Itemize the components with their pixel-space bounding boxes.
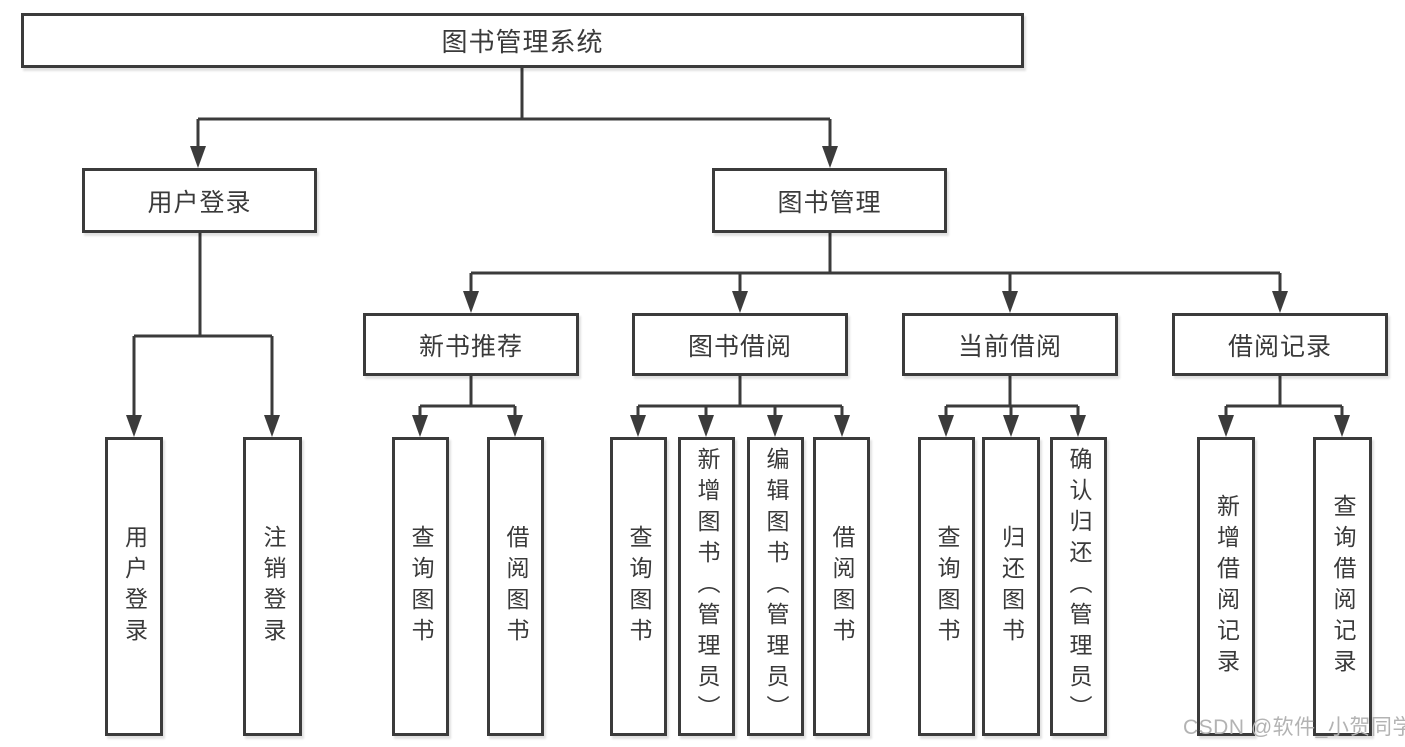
node-user-login: 用户登录 xyxy=(82,168,317,233)
leaf-add-books-admin: 新增图书（管理员） xyxy=(678,437,735,736)
csdn-watermark: CSDN @软件_小贺同学 xyxy=(1183,716,1405,739)
leaf-edit-books-admin: 编辑图书（管理员） xyxy=(747,437,804,736)
node-book-management: 图书管理 xyxy=(712,168,947,233)
leaf-query-books: 查询图书 xyxy=(918,437,975,736)
leaf-return-books: 归还图书 xyxy=(982,437,1040,736)
leaf-borrow-books: 借阅图书 xyxy=(487,437,544,736)
node-book-borrowing: 图书借阅 xyxy=(632,313,848,376)
leaf-confirm-return-admin: 确认归还（管理员） xyxy=(1050,437,1107,736)
leaf-borrow-books: 借阅图书 xyxy=(813,437,870,736)
node-library-management-system: 图书管理系统 xyxy=(21,13,1024,68)
leaf-logout: 注销登录 xyxy=(243,437,302,736)
node-borrowing-records: 借阅记录 xyxy=(1172,313,1388,376)
leaf-query-books: 查询图书 xyxy=(392,437,449,736)
leaf-query-books: 查询图书 xyxy=(610,437,667,736)
leaf-user-login: 用户登录 xyxy=(105,437,163,736)
leaf-add-borrow-record: 新增借阅记录 xyxy=(1197,437,1255,736)
node-new-book-recommend: 新书推荐 xyxy=(363,313,579,376)
leaf-query-borrow-record: 查询借阅记录 xyxy=(1313,437,1372,736)
node-current-borrowing: 当前借阅 xyxy=(902,313,1118,376)
